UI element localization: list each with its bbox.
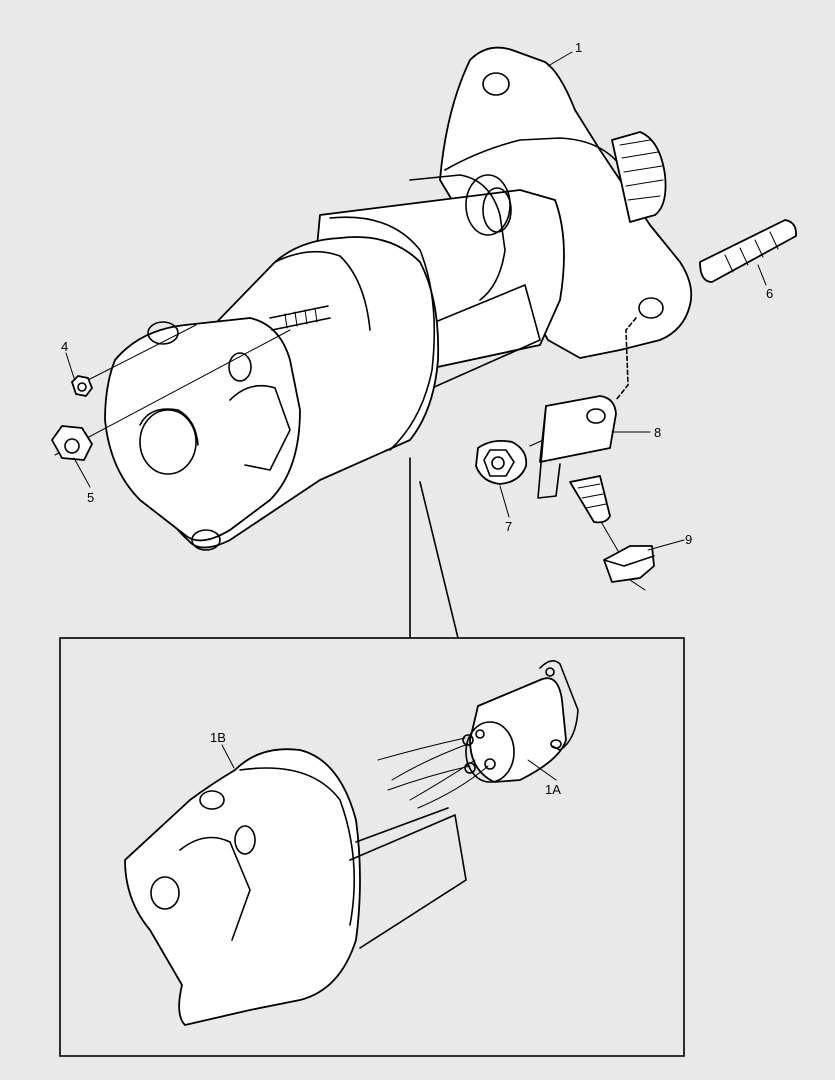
- callout-1a: 1A: [545, 782, 561, 797]
- part-5-hex-nut: [51, 425, 93, 461]
- detail-1a-solenoid: [377, 660, 579, 809]
- starter-motor-assembly: [104, 46, 693, 551]
- callout-1b: 1B: [210, 730, 226, 745]
- detail-1b-housing: [124, 748, 467, 1026]
- callout-7: 7: [505, 519, 512, 534]
- part-7-flange-nut: [475, 439, 528, 485]
- callout-5: 5: [87, 490, 94, 505]
- callout-8: 8: [654, 425, 661, 440]
- part-4-nut: [71, 375, 93, 397]
- callout-9: 9: [685, 532, 692, 547]
- callout-4: 4: [61, 339, 68, 354]
- part-6-stud: [699, 219, 797, 283]
- detail-inset-frame: [59, 637, 685, 1057]
- part-9-clip: [603, 545, 655, 583]
- detail-callout-pointer: [409, 457, 459, 639]
- callout-1: 1: [575, 40, 582, 55]
- callout-leaders: [65, 51, 767, 781]
- part-8-bracket: [537, 395, 617, 524]
- callout-6: 6: [766, 286, 773, 301]
